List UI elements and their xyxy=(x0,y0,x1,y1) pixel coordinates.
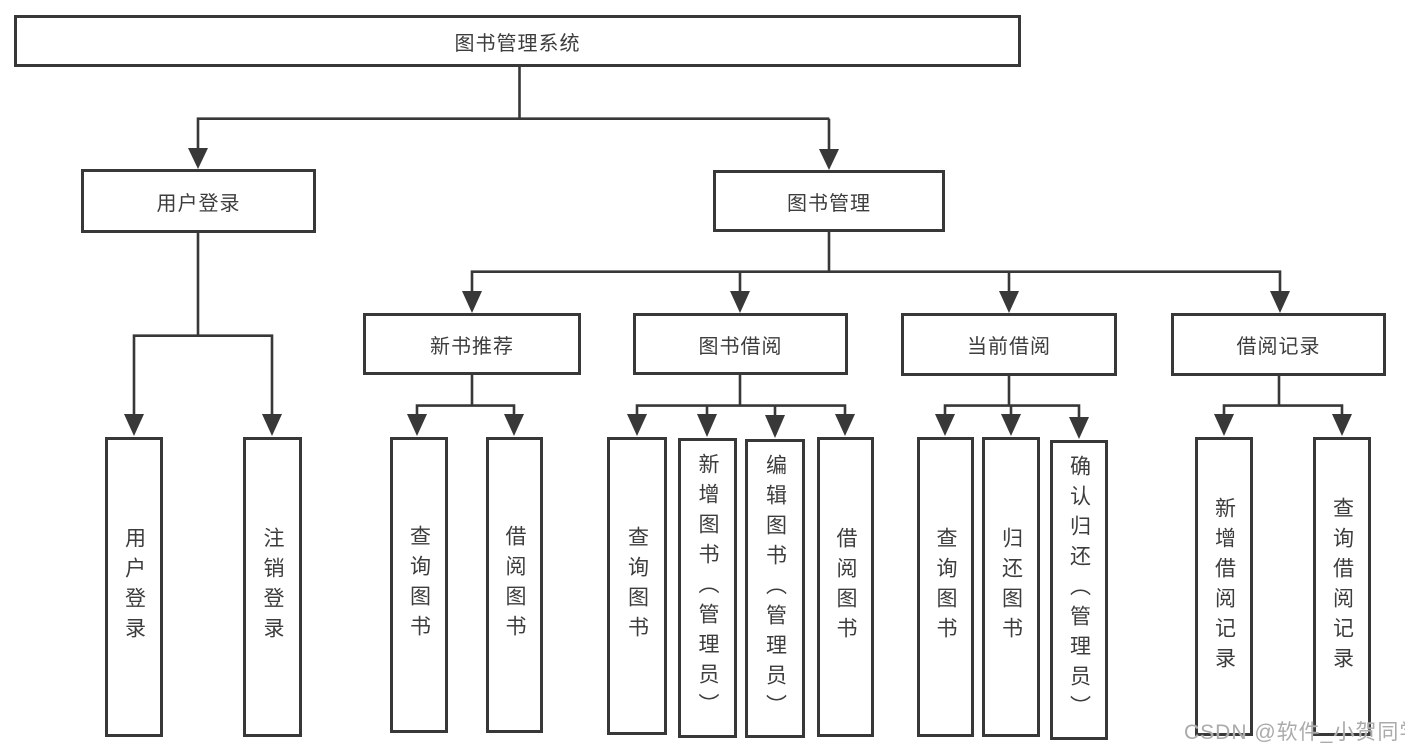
leaf-edit-book-admin-label: 编辑图书（管理员） xyxy=(763,453,787,724)
node-book-borrow: 图书借阅 xyxy=(633,313,848,375)
leaf-edit-book-admin: 编辑图书（管理员） xyxy=(745,439,805,738)
leaf-query-books-recommend-label: 查询图书 xyxy=(407,525,431,645)
node-root-system-label: 图书管理系统 xyxy=(454,32,581,55)
leaf-user-login-label: 用户登录 xyxy=(122,527,146,647)
node-new-book-recommend: 新书推荐 xyxy=(363,313,581,375)
leaf-query-books-current-label: 查询图书 xyxy=(934,527,957,647)
leaf-add-borrow-record-label: 新增借阅记录 xyxy=(1212,496,1236,677)
leaf-borrow-books-recommend-label: 借阅图书 xyxy=(503,525,526,645)
leaf-return-books: 归还图书 xyxy=(982,437,1040,737)
node-book-management-label: 图书管理 xyxy=(787,192,871,215)
node-book-borrow-label: 图书借阅 xyxy=(698,335,783,358)
node-new-book-recommend-label: 新书推荐 xyxy=(430,335,514,358)
node-root-system: 图书管理系统 xyxy=(14,15,1021,67)
leaf-confirm-return-admin-label: 确认归还（管理员） xyxy=(1067,455,1091,725)
node-borrow-records: 借阅记录 xyxy=(1171,313,1386,376)
leaf-query-books-current: 查询图书 xyxy=(917,437,974,737)
leaf-borrow-books-borrow-label: 借阅图书 xyxy=(834,527,857,647)
node-current-borrow: 当前借阅 xyxy=(901,313,1117,376)
leaf-return-books-label: 归还图书 xyxy=(999,527,1023,647)
leaf-logout: 注销登录 xyxy=(243,437,302,737)
leaf-logout-label: 注销登录 xyxy=(261,527,284,647)
node-current-borrow-label: 当前借阅 xyxy=(967,336,1051,358)
node-borrow-records-label: 借阅记录 xyxy=(1236,336,1321,358)
leaf-add-book-admin-label: 新增图书（管理员） xyxy=(696,453,719,723)
leaf-user-login: 用户登录 xyxy=(105,437,163,737)
csdn-watermark: CSDN @软件_小贺同学 xyxy=(1184,721,1405,744)
leaf-confirm-return-admin: 确认归还（管理员） xyxy=(1050,440,1108,740)
arrowhead-icons xyxy=(124,148,1352,439)
leaf-query-borrow-record: 查询借阅记录 xyxy=(1313,437,1371,736)
leaf-query-books-borrow: 查询图书 xyxy=(607,437,667,735)
leaf-query-books-recommend: 查询图书 xyxy=(390,437,448,733)
leaf-query-borrow-record-label: 查询借阅记录 xyxy=(1330,496,1354,677)
leaf-query-books-borrow-label: 查询图书 xyxy=(625,526,649,646)
leaf-add-book-admin: 新增图书（管理员） xyxy=(678,438,737,738)
node-user-login: 用户登录 xyxy=(81,169,316,233)
node-book-management: 图书管理 xyxy=(713,170,945,232)
leaf-borrow-books-borrow: 借阅图书 xyxy=(817,437,874,737)
leaf-add-borrow-record: 新增借阅记录 xyxy=(1195,437,1253,736)
node-user-login-label: 用户登录 xyxy=(156,192,241,215)
leaf-borrow-books-recommend: 借阅图书 xyxy=(486,437,543,733)
